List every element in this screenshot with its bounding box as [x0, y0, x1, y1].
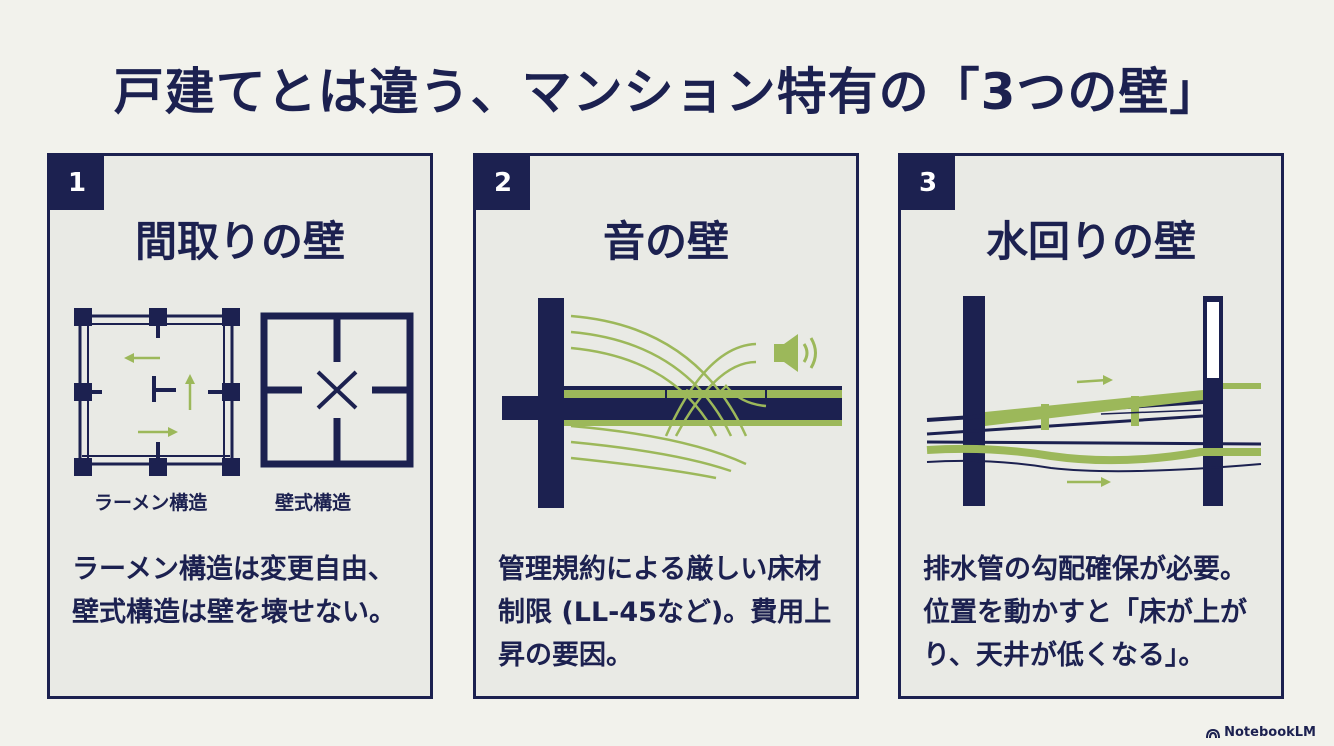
- floor-sound-diagram-icon: [502, 298, 842, 508]
- page-title: 戸建てとは違う、マンション特有の「3つの壁」: [113, 63, 1221, 121]
- panel-title: 音の壁: [602, 217, 729, 266]
- wall-structure-icon: [260, 312, 414, 468]
- panel-title: 水回りの壁: [985, 217, 1196, 266]
- brand-name: NotebookLM: [1224, 725, 1316, 740]
- panel-sound-wall: 2 音の壁 管理規約による厳しい床材制限 (LL-45など)。費用上昇の要因。: [473, 153, 859, 699]
- panel-layout-wall: 1 間取りの壁: [47, 153, 433, 699]
- caption-rahmen: ラーメン構造: [94, 492, 208, 514]
- drain-pipe-diagram-icon: [926, 296, 1262, 506]
- panel-number-badge: 3: [901, 156, 955, 210]
- speaker-icon: [774, 334, 798, 372]
- panel-number-badge: 1: [50, 156, 104, 210]
- panel-description: 排水管の勾配確保が必要。位置を動かすと「床が上がり、天井が低くなる」。: [923, 554, 1247, 671]
- structure-diagram-icon: [74, 308, 414, 476]
- panel-title: 間取りの壁: [134, 217, 345, 266]
- panel-description: ラーメン構造は変更自由、壁式構造は壁を壊せない。: [72, 554, 396, 628]
- panel-water-wall: 3 水回りの壁 排水管の勾配確保が必要。位置を動かすと「床が上がり、天井が低くな…: [898, 153, 1284, 699]
- panel-number-badge: 2: [476, 156, 530, 210]
- panel-description: 管理規約による厳しい床材制限 (LL-45など)。費用上昇の要因。: [498, 554, 832, 671]
- brand-logo: NotebookLM: [1206, 725, 1316, 740]
- caption-wall-structure: 壁式構造: [275, 492, 352, 514]
- notebooklm-icon: [1206, 728, 1221, 738]
- rahmen-frame-icon: [78, 314, 234, 466]
